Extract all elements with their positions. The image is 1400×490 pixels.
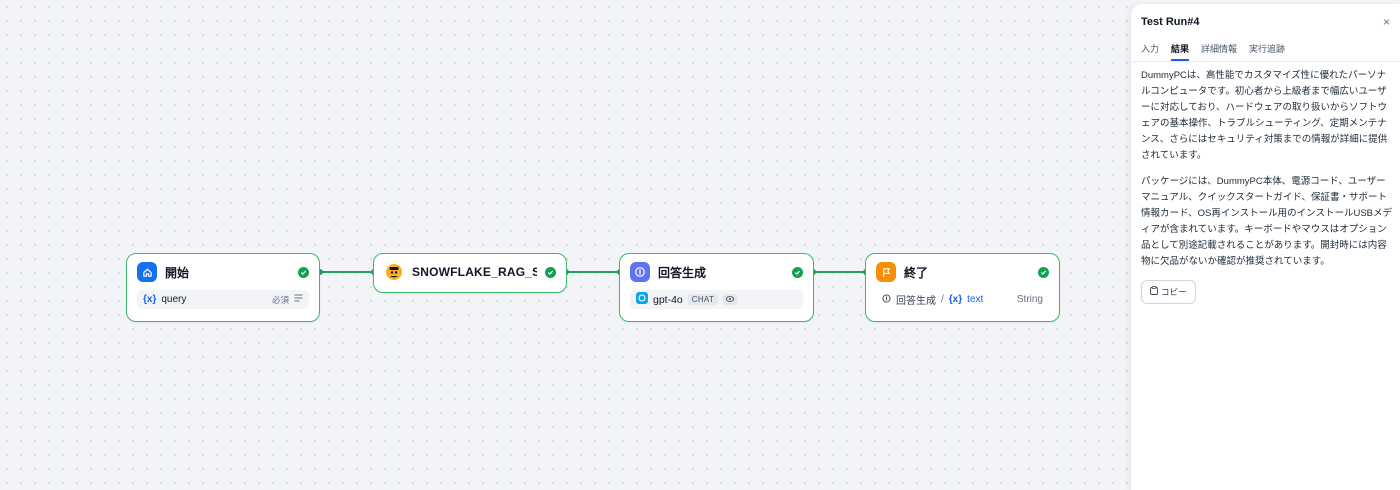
tab-details[interactable]: 詳細情報	[1201, 44, 1238, 54]
result-paragraph: DummyPCは、高性能でカスタマイズ性に優れたパーソナルコンピュータです。初心…	[1141, 70, 1388, 161]
end-var-name: text	[967, 294, 984, 305]
copy-button[interactable]: コピー	[1141, 280, 1196, 304]
node-snowflake-search[interactable]: SNOWFLAKE_RAG_SEARCH	[373, 253, 567, 293]
success-check-icon	[1038, 266, 1049, 278]
node-llm-title: 回答生成	[658, 265, 707, 280]
model-name: gpt-4o	[653, 293, 683, 306]
variable-icon: {x}	[143, 294, 157, 305]
edge-llm-end	[810, 269, 869, 275]
edge-start-search	[317, 269, 377, 275]
result-content: DummyPCは、高性能でカスタマイズ性に優れたパーソナルコンピュータです。初心…	[1141, 68, 1393, 304]
chat-mode-tag: CHAT	[687, 294, 719, 305]
brain-icon	[630, 262, 650, 282]
separator: /	[941, 294, 944, 305]
success-check-icon	[545, 266, 556, 278]
edge-search-llm	[563, 269, 623, 275]
panel-title: Test Run#4	[1141, 16, 1200, 28]
tab-result[interactable]: 結果	[1171, 42, 1190, 61]
success-check-icon	[298, 266, 309, 278]
node-end-title: 終了	[904, 265, 929, 280]
panel-tabs: 入力 結果 詳細情報 実行追跡	[1141, 42, 1285, 61]
vision-eye-icon	[723, 294, 738, 305]
close-icon[interactable]: ×	[1383, 15, 1391, 29]
copy-label: コピー	[1161, 287, 1187, 297]
agent-icon	[384, 262, 404, 282]
tab-trace[interactable]: 実行追跡	[1249, 44, 1286, 54]
openai-icon	[636, 292, 648, 307]
start-input-var: {x} query 必須	[137, 290, 309, 309]
llm-source-icon	[882, 293, 891, 306]
tab-divider	[1131, 61, 1400, 62]
end-output-var: 回答生成 / {x} text String	[876, 290, 1049, 309]
start-var-name: query	[161, 294, 187, 305]
workflow-canvas[interactable]: 開始 {x} query 必須	[0, 0, 1130, 490]
node-search-title: SNOWFLAKE_RAG_SEARCH	[412, 265, 537, 279]
variable-icon: {x}	[948, 294, 963, 305]
node-llm[interactable]: 回答生成 gpt-4o CHAT	[619, 253, 814, 322]
result-paragraph: パッケージには、DummyPC本体、電源コード、ユーザーマニュアル、クイックスタ…	[1141, 176, 1392, 267]
end-var-type: String	[1016, 294, 1043, 305]
home-icon	[137, 262, 157, 282]
node-start-title: 開始	[165, 265, 190, 280]
text-lines-icon	[294, 294, 303, 305]
llm-model-row: gpt-4o CHAT	[630, 290, 803, 309]
node-end[interactable]: 終了 回答生成 / {x} text String	[865, 253, 1060, 322]
flag-icon	[876, 262, 896, 282]
success-check-icon	[792, 266, 803, 278]
end-source-node: 回答生成	[896, 296, 936, 307]
node-start[interactable]: 開始 {x} query 必須	[126, 253, 320, 322]
required-label: 必須	[271, 294, 289, 305]
test-run-panel: Test Run#4 × 入力 結果 詳細情報 実行追跡 DummyPCは、高性…	[1130, 4, 1400, 490]
clipboard-icon	[1150, 284, 1158, 300]
tab-input[interactable]: 入力	[1141, 44, 1160, 54]
